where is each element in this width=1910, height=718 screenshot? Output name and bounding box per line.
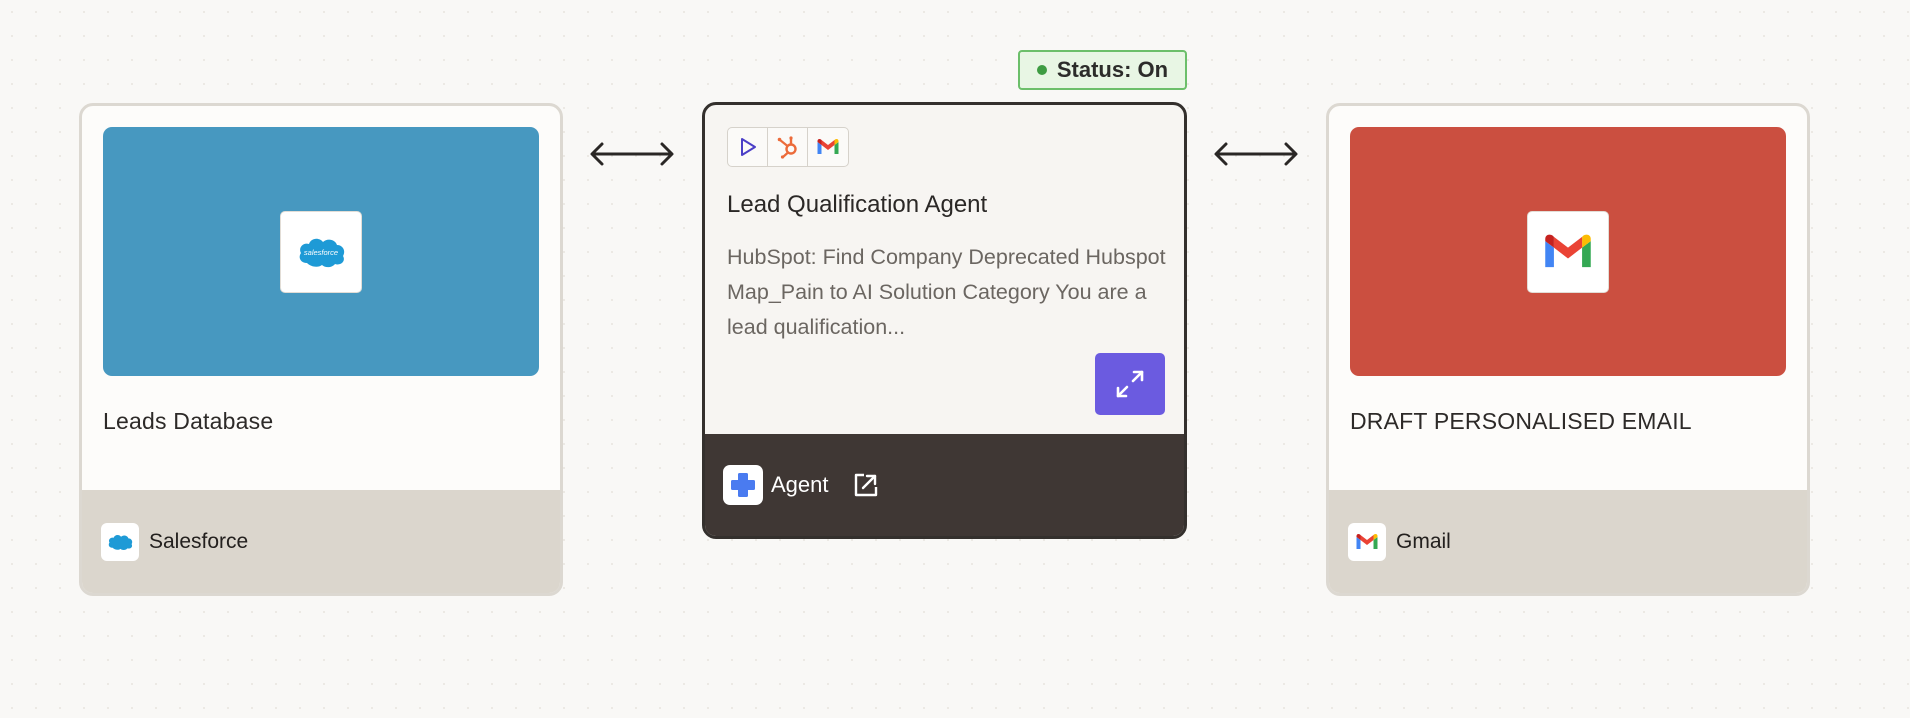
app-footer: Salesforce bbox=[82, 490, 560, 593]
gmail-logo-icon bbox=[1527, 210, 1609, 293]
bidirectional-arrow-icon bbox=[590, 142, 674, 166]
agent-plus-icon bbox=[723, 465, 763, 505]
card-title: Leads Database bbox=[103, 408, 274, 434]
agent-footer: Agent bbox=[705, 434, 1184, 536]
agent-label: Agent bbox=[771, 472, 829, 497]
open-external-button[interactable] bbox=[853, 472, 879, 498]
status-dot-icon bbox=[1036, 65, 1047, 75]
agent-title: Lead Qualification Agent bbox=[727, 191, 988, 218]
gmail-icon bbox=[808, 128, 848, 166]
salesforce-icon bbox=[101, 522, 139, 561]
status-badge[interactable]: Status: On bbox=[1018, 50, 1187, 90]
expand-button[interactable] bbox=[1095, 353, 1165, 415]
agent-card[interactable]: Lead Qualification Agent HubSpot: Find C… bbox=[702, 102, 1187, 539]
status-label: Status: On bbox=[1056, 57, 1169, 82]
agent-description: HubSpot: Find Company Deprecated Hubspot… bbox=[727, 245, 1166, 339]
app-name: Gmail bbox=[1396, 529, 1451, 553]
app-name: Salesforce bbox=[149, 529, 249, 553]
step-card-draft-email[interactable]: DRAFT PERSONALISED EMAIL Gmail bbox=[1326, 103, 1810, 596]
step-card-leads-database[interactable]: salesforce Leads Database Salesforce bbox=[79, 103, 563, 596]
hero-banner: salesforce bbox=[103, 127, 539, 376]
app-footer: Gmail bbox=[1329, 490, 1807, 593]
play-icon bbox=[728, 128, 768, 166]
tool-icon-strip bbox=[727, 127, 849, 167]
hero-banner bbox=[1350, 127, 1786, 376]
bidirectional-arrow-icon bbox=[1214, 142, 1298, 166]
salesforce-logo-icon: salesforce bbox=[280, 210, 362, 293]
hubspot-icon bbox=[768, 128, 808, 166]
external-link-icon bbox=[854, 473, 877, 497]
expand-icon bbox=[1116, 370, 1144, 398]
card-title: DRAFT PERSONALISED EMAIL bbox=[1350, 408, 1692, 434]
salesforce-logo-text: salesforce bbox=[304, 248, 338, 257]
gmail-icon bbox=[1348, 522, 1386, 561]
